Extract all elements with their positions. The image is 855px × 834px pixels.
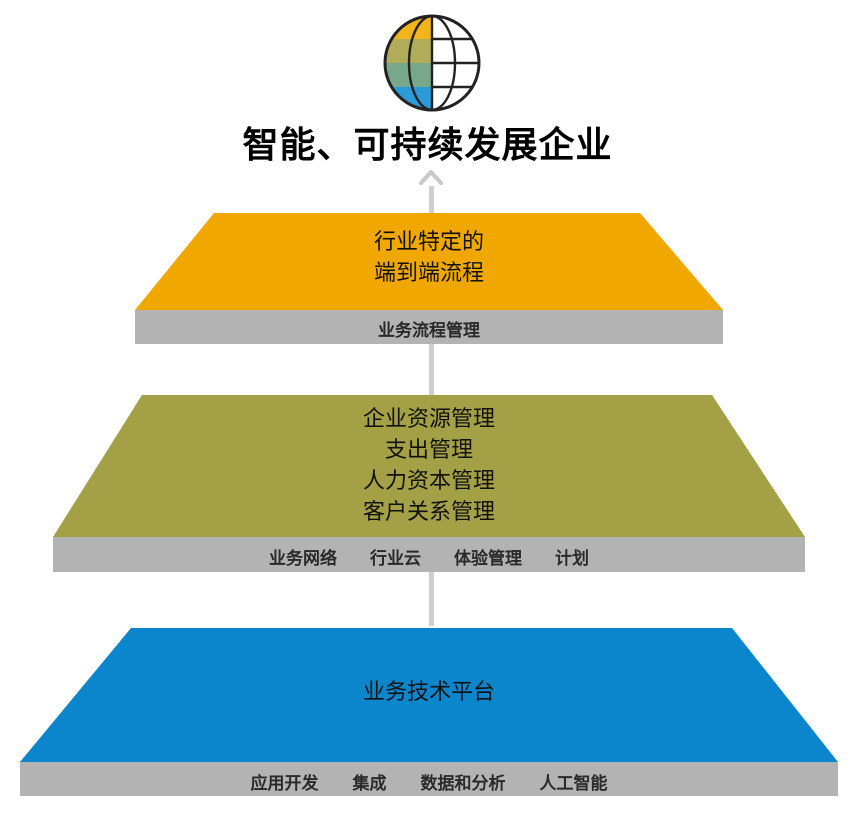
top-bar-label: 业务流程管理 [378,321,480,341]
bottom-layer-plate [20,628,838,762]
middle-bar-item: 行业云 [370,549,421,569]
bottom-layer-label: 业务技术平台 [362,680,495,705]
middle-bar-items: 业务网络 行业云 体验管理 计划 [53,544,805,569]
middle-layer-line: 人力资本管理 [362,469,495,494]
top-layer-line: 端到端流程 [373,261,484,286]
arrow-up-icon [419,170,443,185]
middle-layer-label: 企业资源管理 支出管理 人力资本管理 客户关系管理 [53,404,805,528]
middle-layer-line: 企业资源管理 [362,407,495,432]
bottom-layer-bar [20,762,838,796]
middle-layer-line: 客户关系管理 [362,500,495,525]
bottom-bar-items: 应用开发 集成 数据和分析 人工智能 [20,769,838,794]
globe-icon [383,14,481,112]
bottom-bar-item: 应用开发 [250,774,319,794]
bottom-bar-item: 数据和分析 [420,774,506,794]
bottom-bar-item: 人工智能 [539,774,608,794]
middle-bar-item: 业务网络 [269,549,337,569]
page-title: 智能、可持续发展企业 [242,125,613,166]
bottom-bar-item: 集成 [352,774,387,794]
top-layer-plate [135,213,723,310]
top-layer-bar [135,310,723,344]
middle-layer-line: 支出管理 [384,438,473,463]
middle-bar-item: 计划 [555,549,589,569]
top-layer-label: 行业特定的 端到端流程 [135,227,723,289]
top-layer-line: 行业特定的 [373,230,484,255]
middle-layer-bar [53,537,805,572]
middle-bar-item: 体验管理 [454,549,522,569]
middle-layer-plate [53,395,805,537]
